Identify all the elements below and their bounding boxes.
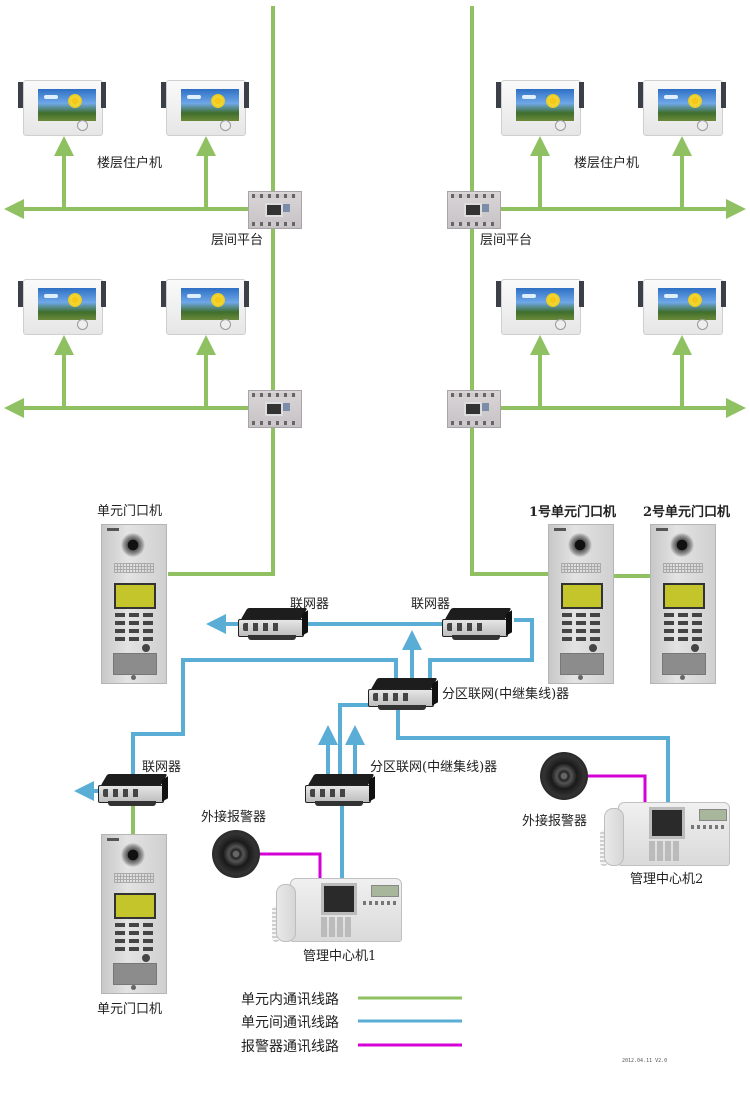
- label-networker-left: 联网器: [290, 597, 330, 612]
- label-door-station-bottom: 单元门口机: [97, 1002, 163, 1017]
- indoor-monitor: [495, 277, 585, 335]
- label-door-station-left: 单元门口机: [97, 504, 163, 519]
- label-console-1: 管理中心机1: [303, 949, 377, 964]
- zone-lower-to-zone-upper: [338, 703, 370, 778]
- indoor-monitor: [160, 277, 250, 335]
- alarm-1-line: [260, 852, 322, 882]
- indoor-monitor: [160, 78, 250, 136]
- door-station: [101, 834, 167, 994]
- door-station: [101, 524, 167, 684]
- zone-upper-to-console2: [396, 708, 670, 808]
- indoor-monitor: [17, 277, 107, 335]
- legend-label-alarm: 报警器通讯线路: [241, 1039, 339, 1055]
- label-console-2: 管理中心机2: [630, 872, 704, 887]
- label-floor-platform-left: 层间平台: [211, 233, 264, 248]
- label-networker-bottom: 联网器: [142, 760, 182, 775]
- legend-label-inter: 单元间通讯线路: [241, 1015, 339, 1031]
- label-floor-unit-right: 楼层住户机: [574, 156, 640, 171]
- door-station: [650, 524, 716, 684]
- floor-platform: [447, 191, 501, 229]
- label-floor-unit-left: 楼层住户机: [97, 156, 163, 171]
- label-zone-networker-upper: 分区联网(中继集线)器: [442, 687, 570, 702]
- networker: [238, 608, 308, 642]
- external-alarm: [540, 752, 588, 800]
- door-station: [548, 524, 614, 684]
- label-zone-networker-lower: 分区联网(中继集线)器: [370, 760, 498, 775]
- indoor-monitor: [17, 78, 107, 136]
- label-door-station-1: 1号单元门口机: [529, 505, 617, 520]
- external-alarm: [212, 830, 260, 878]
- zone-networker: [305, 774, 375, 808]
- zone-networker: [368, 678, 438, 712]
- net-right-to-zone: [428, 618, 534, 682]
- indoor-monitor: [637, 277, 727, 335]
- label-door-station-2: 2号单元门口机: [643, 505, 731, 520]
- indoor-monitor: [495, 78, 585, 136]
- label-alarm-left: 外接报警器: [201, 810, 267, 825]
- net-bottom-to-zone: [131, 658, 398, 778]
- label-networker-right: 联网器: [411, 597, 451, 612]
- label-alarm-right: 外接报警器: [522, 814, 588, 829]
- management-center-console: [272, 878, 402, 948]
- floor-platform: [447, 390, 501, 428]
- floor-platform: [248, 390, 302, 428]
- indoor-monitor: [637, 78, 727, 136]
- alarm-2-line: [588, 774, 647, 806]
- networker: [98, 774, 168, 808]
- floor-platform: [248, 191, 302, 229]
- version-stamp: 2012.04.11 V2.0: [622, 1058, 668, 1064]
- label-floor-platform-right: 层间平台: [480, 233, 533, 248]
- legend-label-intra: 单元内通讯线路: [241, 992, 339, 1008]
- networker: [442, 608, 512, 642]
- management-center-console: [600, 802, 730, 872]
